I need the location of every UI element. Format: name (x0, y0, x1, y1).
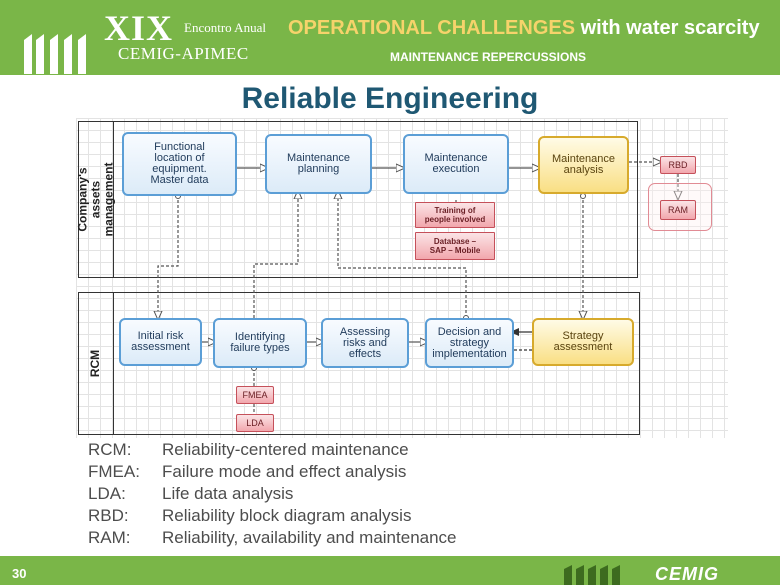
arrow-functional-to-initial-risk (158, 195, 179, 316)
box-rbd: RBD (660, 156, 696, 174)
box-decision-strategy: Decision and strategy implementation (425, 318, 514, 368)
legend-abbr: FMEA: (88, 462, 140, 481)
box-identifying-failure: Identifying failure types (213, 318, 307, 368)
box-fmea: FMEA (236, 386, 274, 404)
box-strategy-assessment: Strategy assessment (532, 318, 634, 366)
header-bar (0, 0, 780, 75)
box-training: Training of people involved (415, 202, 495, 228)
header-title: OPERATIONAL CHALLENGES with water scarci… (288, 17, 760, 40)
cemig-building-logo-icon (564, 565, 620, 585)
legend-abbr: LDA: (88, 484, 126, 503)
box-maintenance-analysis: Maintenance analysis (538, 136, 629, 194)
box-lda: LDA (236, 414, 274, 432)
box-initial-risk: Initial risk assessment (119, 318, 202, 366)
box-database: Database – SAP – Mobile (415, 232, 495, 260)
process-diagram: Company's assets management RCM (76, 118, 728, 438)
legend-desc: Reliability, availability and maintenanc… (162, 528, 457, 547)
legend-desc: Failure mode and effect analysis (162, 462, 407, 481)
box-assessing-risks: Assessing risks and effects (321, 318, 409, 368)
page-number: 30 (12, 566, 27, 581)
lane-assets-label-divider (78, 121, 114, 278)
lane-rcm-label-divider (78, 292, 114, 435)
legend-abbr: RAM: (88, 528, 131, 547)
page-title: Reliable Engineering (241, 82, 539, 115)
event-number: XIX (104, 8, 174, 48)
box-maintenance-execution: Maintenance execution (403, 134, 509, 194)
event-name: Encontro Anual (184, 20, 266, 35)
box-maintenance-planning: Maintenance planning (265, 134, 372, 194)
header-title-rest: with water scarcity (575, 17, 760, 39)
footer-brand-logo: CEMIG (655, 564, 720, 584)
footer-bar (0, 556, 780, 585)
cemig-building-logo-icon (24, 34, 86, 74)
event-organization: CEMIG-APIMEC (118, 44, 249, 63)
arrow-identifying-to-planning (253, 194, 298, 318)
arrow-decision-to-planning (338, 194, 467, 318)
header-subtitle: MAINTENANCE REPERCUSSIONS (390, 50, 587, 64)
legend-desc: Life data analysis (162, 484, 294, 503)
box-ram: RAM (660, 200, 696, 220)
legend-desc: Reliability-centered maintenance (162, 440, 409, 459)
box-functional-location: Functional location of equipment. Master… (122, 132, 237, 196)
legend-abbr: RCM: (88, 440, 132, 459)
legend-abbr: RBD: (88, 506, 129, 525)
header-title-accent: OPERATIONAL CHALLENGES (288, 17, 576, 39)
legend-desc: Reliability block diagram analysis (162, 506, 412, 525)
